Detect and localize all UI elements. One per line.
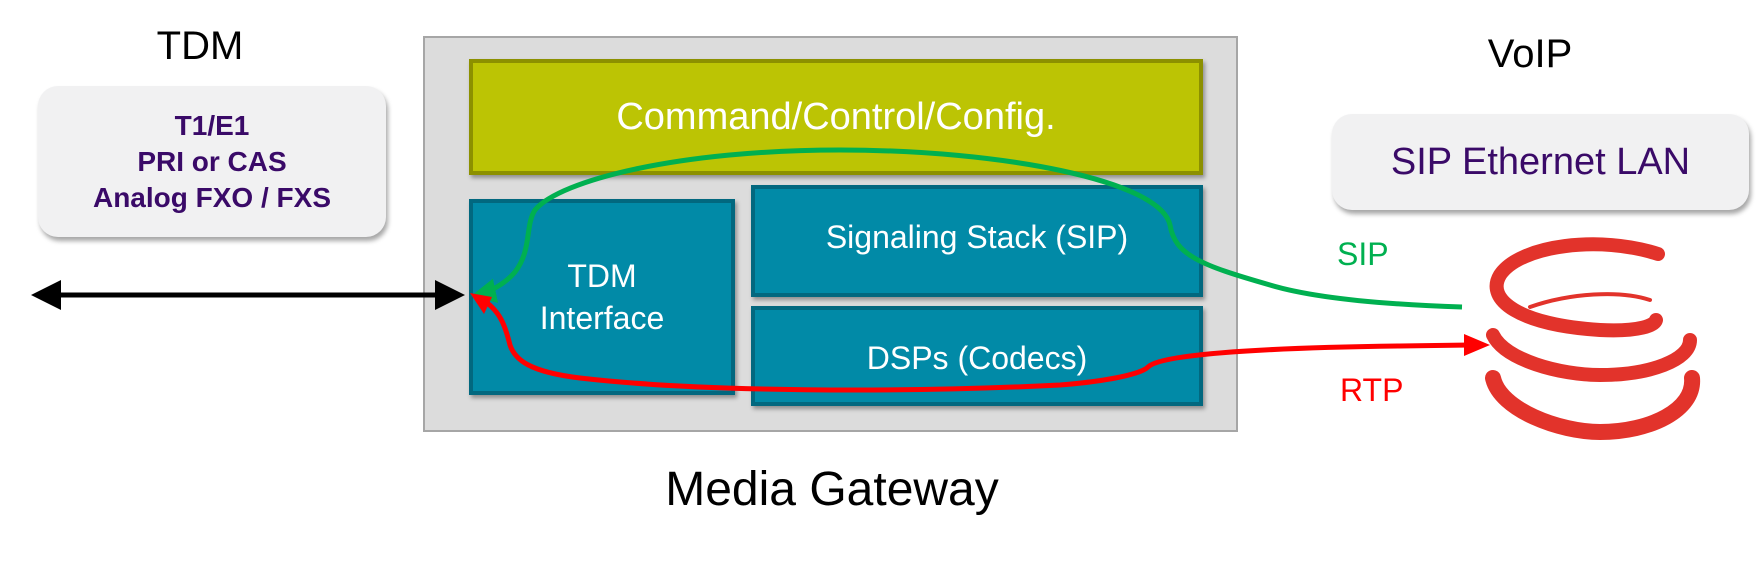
tdm-option-pri-cas: PRI or CAS [137,145,287,177]
command-control-config-label: Command/Control/Config. [616,95,1056,138]
command-control-config-block: Command/Control/Config. [469,59,1203,175]
tdm-heading: TDM [156,24,244,68]
sip-ethernet-lan-box: SIP Ethernet LAN [1332,114,1749,210]
tdm-option-t1e1: T1/E1 [174,109,250,141]
sip-flow-label: SIP [1337,236,1389,272]
signaling-stack-block: Signaling Stack (SIP) [751,185,1203,297]
rtp-arrowhead-right [1464,334,1490,356]
tdm-interface-label-line1: TDM [567,258,637,294]
media-gateway-caption: Media Gateway [665,463,999,516]
rtp-flow-label: RTP [1340,372,1404,408]
tdm-options-box: T1/E1 PRI or CAS Analog FXO / FXS [38,86,386,237]
dsp-codecs-label: DSPs (Codecs) [866,340,1088,376]
dsp-codecs-block: DSPs (Codecs) [751,306,1203,406]
tdm-option-analog: Analog FXO / FXS [92,181,331,213]
sip-ethernet-lan-label: SIP Ethernet LAN [1390,140,1691,183]
voip-heading: VoIP [1487,32,1573,76]
signaling-stack-label: Signaling Stack (SIP) [825,219,1129,255]
voip-network-logo-icon [1485,237,1701,441]
tdm-interface-block: TDM Interface [469,199,735,395]
tdm-interface-label-line2: Interface [539,300,665,336]
